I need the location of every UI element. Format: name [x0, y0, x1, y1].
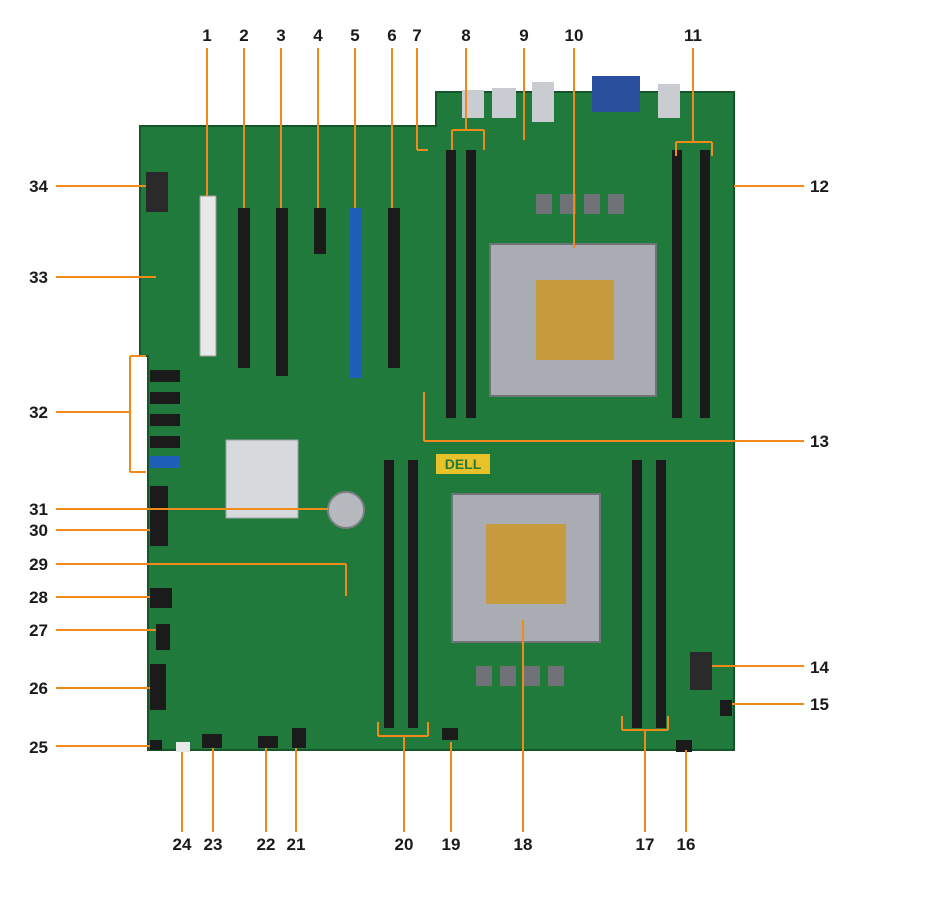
- callout-8: 8: [461, 26, 471, 45]
- pcb-board: [139, 91, 735, 751]
- callout-1: 1: [202, 26, 212, 45]
- callout-28: 28: [29, 588, 48, 607]
- chipset-heatsink: [225, 439, 299, 519]
- vrm-chokes-top: [536, 194, 624, 214]
- rear-io-usb-2: [492, 88, 516, 118]
- callout-13: 13: [810, 432, 829, 451]
- callout-30: 30: [29, 521, 48, 540]
- callout-12: 12: [810, 177, 829, 196]
- callout-2: 2: [239, 26, 249, 45]
- callout-16: 16: [676, 835, 696, 854]
- callout-27: 27: [29, 621, 48, 640]
- board-logo: DELL: [445, 456, 482, 472]
- callout-17: 17: [635, 835, 655, 854]
- power-connector-8pin-right: [690, 652, 712, 690]
- callout-31: 31: [29, 500, 48, 519]
- callout-11: 11: [684, 26, 702, 45]
- callout-7: 7: [412, 26, 422, 45]
- callout-9: 9: [519, 26, 529, 45]
- callout-32: 32: [29, 403, 48, 422]
- fan-header-16: [676, 740, 692, 752]
- board-logo-plate: [436, 454, 490, 474]
- dimm-slot-cpu2-a: [384, 460, 394, 728]
- callout-34: 34: [29, 177, 48, 196]
- callout-22: 22: [256, 835, 276, 854]
- front-header-30: [150, 486, 168, 546]
- dimm-slot-cpu2-b: [408, 460, 418, 728]
- callout-24: 24: [172, 835, 192, 854]
- front-header-26: [150, 664, 166, 710]
- dimm-slot-cpu1-d: [700, 150, 710, 418]
- pcie-slot-2: [238, 208, 250, 368]
- callout-21: 21: [286, 835, 306, 854]
- callout-29: 29: [29, 555, 48, 574]
- callout-14: 14: [810, 658, 829, 677]
- callout-23: 23: [203, 835, 223, 854]
- coin-cell-battery: [327, 491, 365, 529]
- callout-25: 25: [29, 738, 48, 757]
- dimm-slot-cpu2-d: [656, 460, 666, 728]
- rear-io-serial-port: [592, 76, 640, 112]
- pci-slot-1: [199, 195, 217, 357]
- cpu-socket-1-core: [536, 280, 614, 360]
- callout-26: 26: [29, 679, 48, 698]
- callout-20: 20: [394, 835, 414, 854]
- dimm-slot-cpu2-c: [632, 460, 642, 728]
- fan-header-25: [150, 740, 162, 750]
- fan-header-24: [176, 742, 190, 752]
- callout-4: 4: [313, 26, 323, 45]
- fan-header-21: [292, 728, 306, 748]
- pcie-slot-5-blue: [350, 208, 362, 378]
- dimm-slot-cpu1-b: [466, 150, 476, 418]
- rear-io-ps2: [658, 84, 680, 118]
- callout-10: 10: [564, 26, 584, 45]
- fan-header-19: [442, 728, 458, 740]
- rear-io-audio: [532, 82, 554, 122]
- pcie-slot-4: [314, 208, 326, 254]
- vrm-chokes-bottom: [476, 666, 564, 686]
- fan-header-23: [202, 734, 222, 748]
- rear-io-usb-1: [462, 90, 484, 118]
- callout-15: 15: [810, 695, 829, 714]
- callout-33: 33: [29, 268, 48, 287]
- power-connector-8pin-top: [146, 172, 168, 212]
- cpu-socket-2-core: [486, 524, 566, 604]
- fan-header-22: [258, 736, 278, 748]
- callout-6: 6: [387, 26, 397, 45]
- dimm-slot-cpu1-a: [446, 150, 456, 418]
- pcie-slot-6: [388, 208, 400, 368]
- callout-3: 3: [276, 26, 286, 45]
- front-header-28: [150, 588, 172, 608]
- callout-leader-lines: [56, 48, 804, 832]
- callout-18: 18: [513, 835, 533, 854]
- pcie-slot-3: [276, 208, 288, 376]
- fan-header-15: [720, 700, 732, 716]
- sata-connectors: [150, 370, 180, 468]
- dimm-slot-cpu1-c: [672, 150, 682, 418]
- callout-5: 5: [350, 26, 360, 45]
- front-header-27: [156, 624, 170, 650]
- callout-19: 19: [441, 835, 461, 854]
